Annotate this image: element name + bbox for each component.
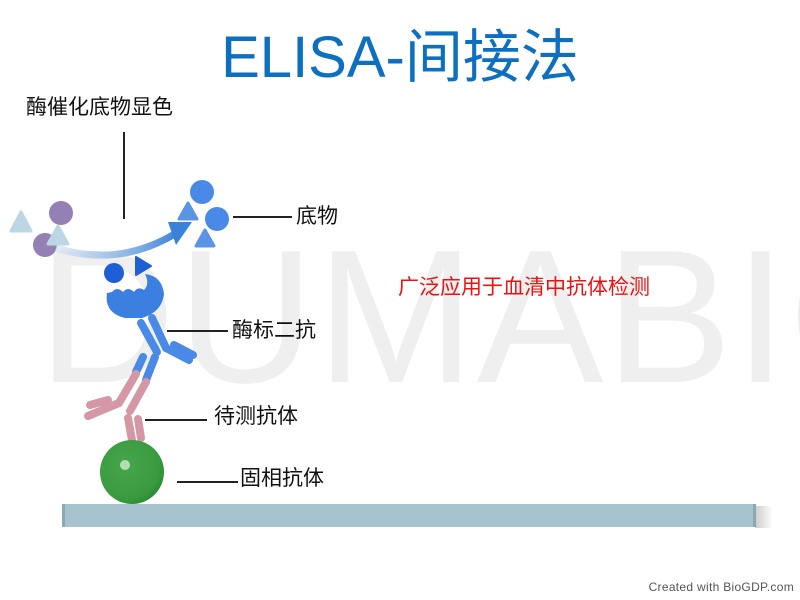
product-circle-icon (49, 201, 73, 225)
bead-highlight (120, 460, 130, 470)
watermark-text: DUMABIO (38, 211, 800, 423)
plate-shadow (755, 506, 773, 528)
solid-phase-bead-icon (100, 440, 164, 504)
test-antibody-icon (84, 370, 150, 444)
substrate-molecules (177, 180, 229, 248)
label-solid-phase-antigen: 固相抗体 (240, 466, 324, 490)
product-triangle-icon (9, 210, 33, 233)
substrate-triangle-icon (177, 201, 199, 221)
arrow-head-icon (168, 222, 192, 245)
application-note: 广泛应用于血清中抗体检测 (398, 275, 650, 299)
substrate-circle-icon (190, 180, 214, 204)
footer-credit: Created with BioGDP.com (648, 580, 794, 594)
enzyme-icon (104, 256, 164, 318)
substrate-triangle-icon (194, 228, 216, 248)
secondary-antibody-icon (132, 314, 197, 384)
label-substrate: 底物 (296, 204, 338, 228)
page-title: ELISA-间接法 (221, 25, 579, 90)
label-enzyme-secondary-antibody: 酶标二抗 (232, 318, 316, 342)
product-triangle-icon (46, 224, 70, 246)
substrate-circle-icon (205, 207, 229, 231)
label-test-antibody: 待测抗体 (214, 404, 298, 428)
reaction-arrow-icon (54, 229, 180, 259)
label-enzyme-reaction: 酶催化底物显色 (26, 95, 173, 119)
solid-phase-plate (62, 504, 756, 527)
product-molecules (9, 201, 73, 257)
